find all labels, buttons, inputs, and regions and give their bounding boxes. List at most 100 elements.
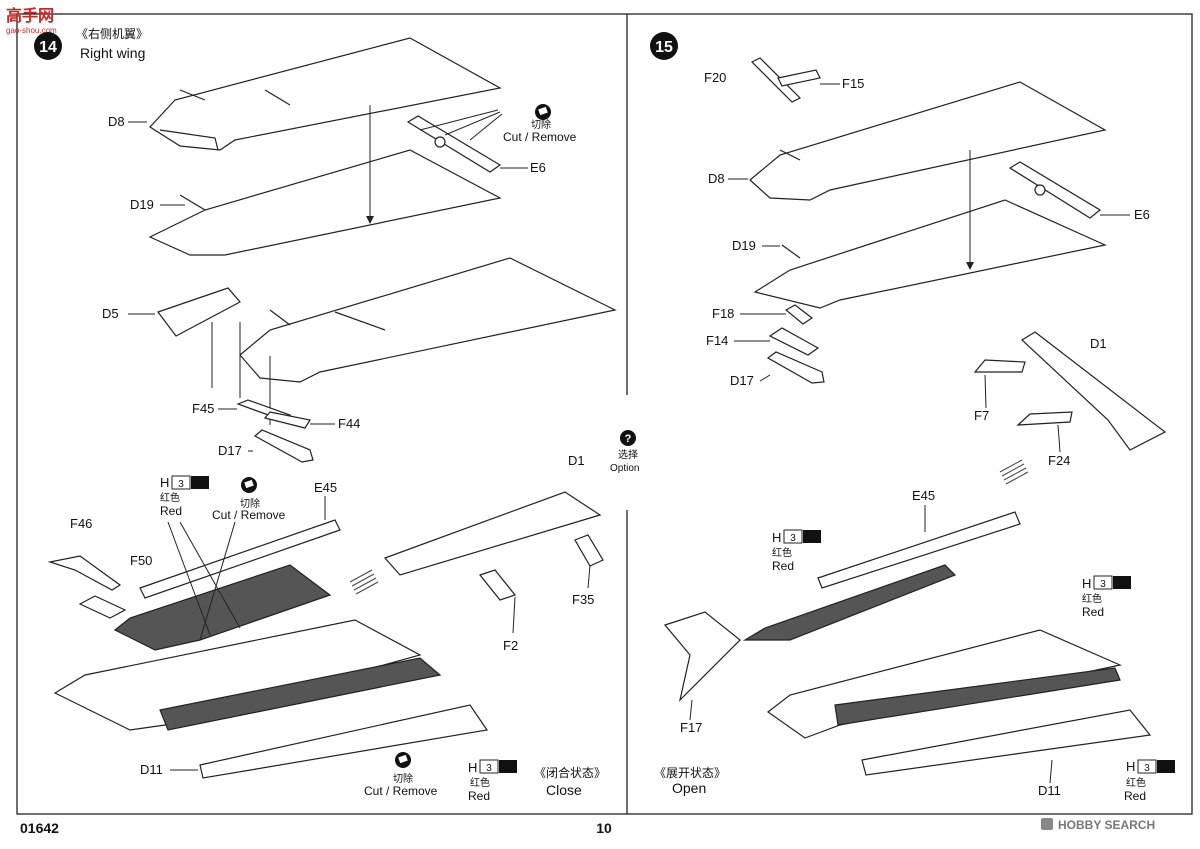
paint-box-15a: 3 <box>809 533 815 544</box>
wing-part-e6 <box>406 115 502 173</box>
step-15-number: 15 <box>655 39 673 56</box>
label-f35: F35 <box>572 592 594 607</box>
step-14-number: 14 <box>39 39 57 56</box>
label-f17: F17 <box>680 720 702 735</box>
label-e6-15: E6 <box>1134 207 1150 222</box>
step-14: 14 《右侧机翼》 Right wing D8 D19 E6 <box>34 26 617 803</box>
wing-part-d1-15 <box>1021 331 1167 451</box>
label-f44: F44 <box>338 416 360 431</box>
wing-part-f20 <box>750 57 821 103</box>
wing-part-f44 <box>263 411 311 429</box>
wing-part-d17-15 <box>766 351 825 384</box>
view-arrow-hatch-15 <box>999 459 1029 485</box>
site-logo: 高手网 gao-shou.com <box>6 6 57 35</box>
paint-callout-red-15b: H 3 3 红色 Red <box>1082 575 1131 619</box>
label-d11: D11 <box>140 762 163 777</box>
paint-code-15b: H <box>1082 576 1091 591</box>
paint-callout-red-15a: H 3 3 红色 Red <box>772 529 821 573</box>
wing-main-15a <box>749 81 1107 201</box>
wing-part-f50 <box>78 595 127 619</box>
paint-num-15c: 3 <box>1144 763 1150 774</box>
red-cn-15a: 红色 <box>772 546 792 559</box>
red-cn: 红色 <box>160 491 180 504</box>
paint-box-2: 3 <box>505 763 511 774</box>
option-marker: ? 选择 Option <box>610 430 639 474</box>
label-d11-15: D11 <box>1038 783 1061 798</box>
flap-shaded-15 <box>742 564 957 641</box>
wing-part-d19-15 <box>753 199 1107 309</box>
cut-remove-icon <box>535 104 551 120</box>
state-open-cn: 《展开状态》 <box>654 766 726 780</box>
label-e45-15: E45 <box>912 488 935 503</box>
paint-callout-red-2: H 3 3 红色 Red <box>468 759 517 803</box>
option-en: Option <box>610 463 639 474</box>
wing-part-f24 <box>1016 411 1073 426</box>
paint-num-15b: 3 <box>1100 579 1106 590</box>
site-logo-text: 高手网 <box>6 6 54 25</box>
label-f50: F50 <box>130 553 152 568</box>
red-cn-2: 红色 <box>470 776 490 789</box>
paint-callout-red-1: H 3 3 红色 Red <box>160 475 209 518</box>
red-en: Red <box>160 504 182 518</box>
wing-part-e45-15 <box>817 511 1021 589</box>
page-number: 10 <box>596 820 612 836</box>
paint-box-15c: 3 <box>1163 763 1169 774</box>
product-code: 01642 <box>20 820 59 836</box>
label-f20: F20 <box>704 70 726 85</box>
step-14-title-cn: 《右侧机翼》 <box>76 26 148 41</box>
cut-label-en-3: Cut / Remove <box>364 784 438 798</box>
paint-code-2: H <box>468 760 477 775</box>
wing-main-15b <box>766 629 1122 739</box>
paint-code-15a: H <box>772 530 781 545</box>
label-f15: F15 <box>842 76 864 91</box>
red-en-15b: Red <box>1082 605 1104 619</box>
wing-part-f2 <box>478 569 517 601</box>
label-d8: D8 <box>108 114 125 129</box>
label-f18: F18 <box>712 306 734 321</box>
wing-part-d8 <box>149 37 502 151</box>
wing-part-d1 <box>383 491 602 576</box>
red-en-15c: Red <box>1124 789 1146 803</box>
red-cn-15c: 红色 <box>1126 776 1146 789</box>
cut-remove-icon <box>395 752 411 768</box>
step-14-badge <box>34 32 62 60</box>
cut-label-cn-2: 切除 <box>240 497 260 510</box>
paint-code: H <box>160 475 169 490</box>
cut-label-cn: 切除 <box>531 118 551 131</box>
label-d19-15: D19 <box>732 238 756 253</box>
red-en-15a: Red <box>772 559 794 573</box>
paint-num-15a: 3 <box>790 533 796 544</box>
label-e45: E45 <box>314 480 337 495</box>
state-open-en: Open <box>672 780 706 796</box>
wing-part-f35 <box>574 534 604 567</box>
watermark-text: HOBBY SEARCH <box>1058 818 1155 832</box>
label-d5: D5 <box>102 306 119 321</box>
cut-label-en-2: Cut / Remove <box>212 508 286 522</box>
wing-part-f46 <box>47 555 122 591</box>
wing-part-e45 <box>139 519 341 599</box>
label-f2: F2 <box>503 638 518 653</box>
wing-part-f14 <box>768 327 820 356</box>
paint-num-2: 3 <box>486 763 492 774</box>
cut-remove-icon <box>241 477 257 493</box>
site-url: gao-shou.com <box>6 26 57 35</box>
paint-num: 3 <box>178 479 184 490</box>
label-f7: F7 <box>974 408 989 423</box>
paint-box-15b: 3 <box>1119 579 1125 590</box>
wing-main-14a <box>239 257 617 383</box>
label-f45: F45 <box>192 401 214 416</box>
flap-shaded <box>113 564 332 651</box>
state-close-cn: 《闭合状态》 <box>534 765 606 780</box>
label-d17-15: D17 <box>730 373 754 388</box>
wing-part-d11-15 <box>861 709 1152 776</box>
label-d1-15: D1 <box>1090 336 1107 351</box>
paint-callout-red-15c: H 3 3 红色 Red <box>1124 759 1175 803</box>
label-d1: D1 <box>568 453 585 468</box>
label-e6: E6 <box>530 160 546 175</box>
hobby-search-watermark: HOBBY SEARCH <box>1041 818 1155 832</box>
step-14-title-en: Right wing <box>80 45 145 61</box>
wing-part-f18 <box>784 304 814 325</box>
red-cn-15b: 红色 <box>1082 592 1102 605</box>
view-arrow-hatch <box>349 569 379 595</box>
wing-part-f7 <box>973 359 1026 373</box>
